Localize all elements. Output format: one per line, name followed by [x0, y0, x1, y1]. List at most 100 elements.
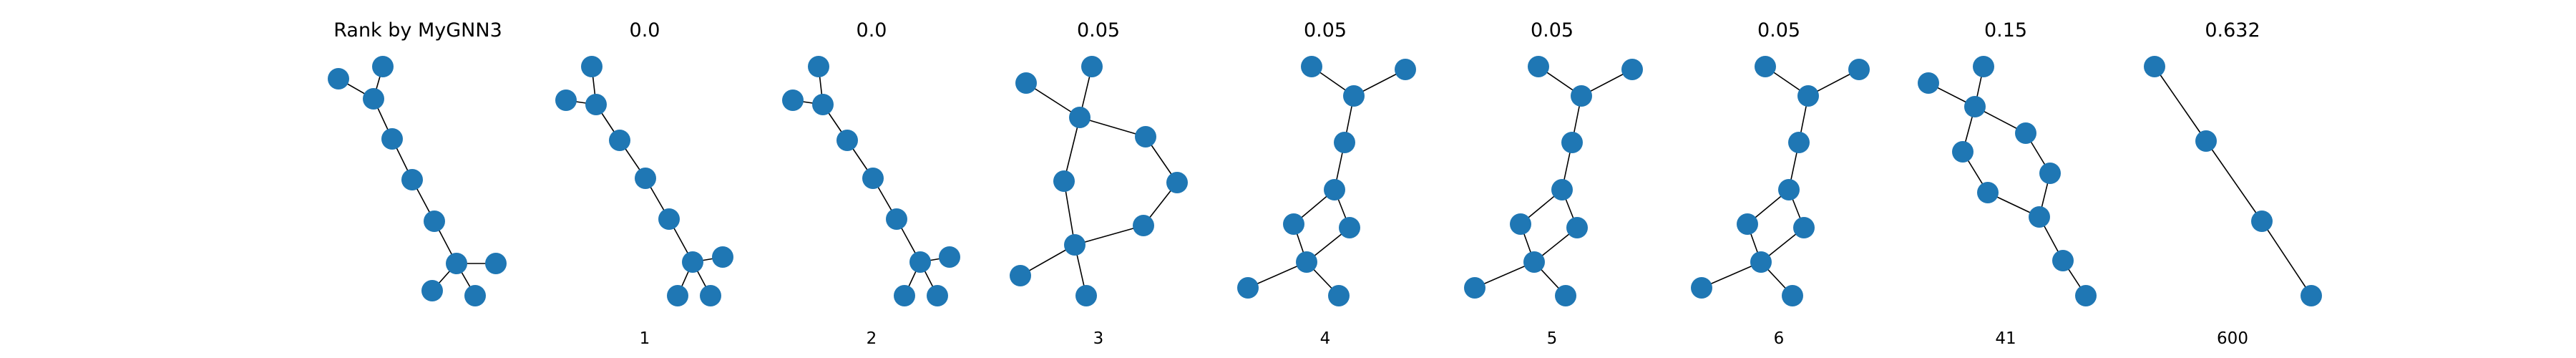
graph-node [1081, 56, 1103, 77]
graph-node [700, 285, 721, 306]
rank-label: 2 [867, 329, 877, 348]
graph-node [1237, 277, 1259, 299]
graph-node [1283, 213, 1304, 235]
graph-node [1339, 217, 1360, 238]
graph-node [894, 285, 915, 306]
graph-node [1797, 85, 1819, 107]
graph-node [2039, 163, 2061, 184]
graph-node [1561, 132, 1583, 153]
graph-node [909, 251, 931, 273]
graph-node [421, 280, 443, 301]
rank-label: 41 [1995, 329, 2016, 348]
score-label: 0.632 [2205, 19, 2260, 42]
graph-node [1750, 251, 1772, 273]
graph-node [372, 56, 394, 77]
graph-panel-9: 0.632 600 [2144, 19, 2322, 348]
graph-node [1464, 277, 1485, 299]
graph-node [1510, 213, 1531, 235]
graph-edge [1063, 117, 1080, 182]
graph-panel-7: 0.05 6 [1691, 19, 1870, 348]
rank-label: 6 [1774, 329, 1785, 348]
graph-node [401, 169, 423, 190]
graph-node [667, 285, 688, 306]
graph-panel-2: 0.01 [555, 19, 733, 348]
graph-edge [1079, 117, 1146, 137]
graph-node [1566, 217, 1588, 238]
graph-edge [2261, 221, 2312, 296]
rank-label: 4 [1320, 329, 1331, 348]
graph-node [1782, 285, 1803, 306]
score-label: 0.05 [1304, 19, 1347, 42]
graph-node [2144, 56, 2165, 77]
graph-node [1977, 182, 1999, 203]
graph-node [1848, 59, 1870, 80]
graph-node [1166, 172, 1188, 193]
graph-node [1328, 285, 1350, 306]
graph-node [328, 68, 349, 90]
graph-node [1135, 126, 1156, 147]
graph-edge [2205, 140, 2263, 222]
score-label: 0.05 [1757, 19, 1800, 42]
graph-node [782, 90, 804, 111]
rank-label: 600 [2217, 329, 2248, 348]
graph-node [886, 208, 907, 230]
graph-node [2029, 206, 2050, 228]
rank-label: 1 [640, 329, 650, 348]
score-label: 0.05 [1077, 19, 1120, 42]
graph-node [1069, 107, 1091, 128]
graph-node [2015, 122, 2036, 144]
graph-node [485, 253, 507, 274]
graph-node [585, 94, 607, 115]
graph-node [1528, 56, 1549, 77]
header-title: Rank by MyGNN3 [333, 19, 502, 42]
graph-node [1571, 85, 1592, 107]
graph-node [1952, 141, 1974, 163]
graph-node [1555, 285, 1576, 306]
graph-panel-5: 0.05 4 [1237, 19, 1416, 348]
graph-node [2052, 250, 2074, 271]
graph-node [812, 94, 834, 115]
graph-node [1793, 217, 1815, 238]
score-label: 0.0 [857, 19, 887, 42]
graph-node [1778, 179, 1800, 200]
graph-node [862, 168, 884, 189]
rank-label: 3 [1093, 329, 1104, 348]
graph-node [2251, 211, 2273, 232]
graph-node [1973, 56, 1994, 77]
graph-node [446, 253, 467, 274]
graph-panels: 0.010.020.0530.0540.0550.0560.15410.6326… [328, 19, 2322, 348]
graph-edge [1474, 261, 1535, 289]
graph-node [1395, 59, 1416, 80]
graph-node [1343, 85, 1365, 107]
graph-edge [1063, 180, 1075, 246]
graph-node [836, 130, 858, 151]
graph-node [2195, 130, 2217, 152]
graph-node [555, 90, 577, 111]
score-label: 0.05 [1531, 19, 1574, 42]
graph-node [381, 128, 403, 150]
graph-node [1075, 285, 1097, 306]
graph-panel-4: 0.05 3 [1010, 19, 1188, 348]
graph-node [1133, 215, 1154, 236]
graph-node [1053, 170, 1075, 192]
score-label: 0.15 [1984, 19, 2027, 42]
graph-edge [1074, 225, 1144, 246]
graph-node [1523, 251, 1545, 273]
graph-node [1064, 234, 1085, 256]
graph-node [635, 168, 656, 189]
graph-node [1301, 56, 1322, 77]
graph-node [1296, 251, 1317, 273]
graph-panel-1 [328, 56, 507, 306]
graph-node [1788, 132, 1810, 153]
graph-node [1918, 72, 1939, 94]
graph-panel-3: 0.02 [782, 19, 960, 348]
graph-panel-8: 0.15 41 [1918, 19, 2097, 348]
graph-node [581, 56, 602, 77]
graph-node [464, 285, 486, 306]
graph-node [658, 208, 680, 230]
graph-node [682, 251, 703, 273]
rank-label: 5 [1547, 329, 1558, 348]
graph-edge [2154, 66, 2207, 142]
graph-node [424, 211, 445, 232]
